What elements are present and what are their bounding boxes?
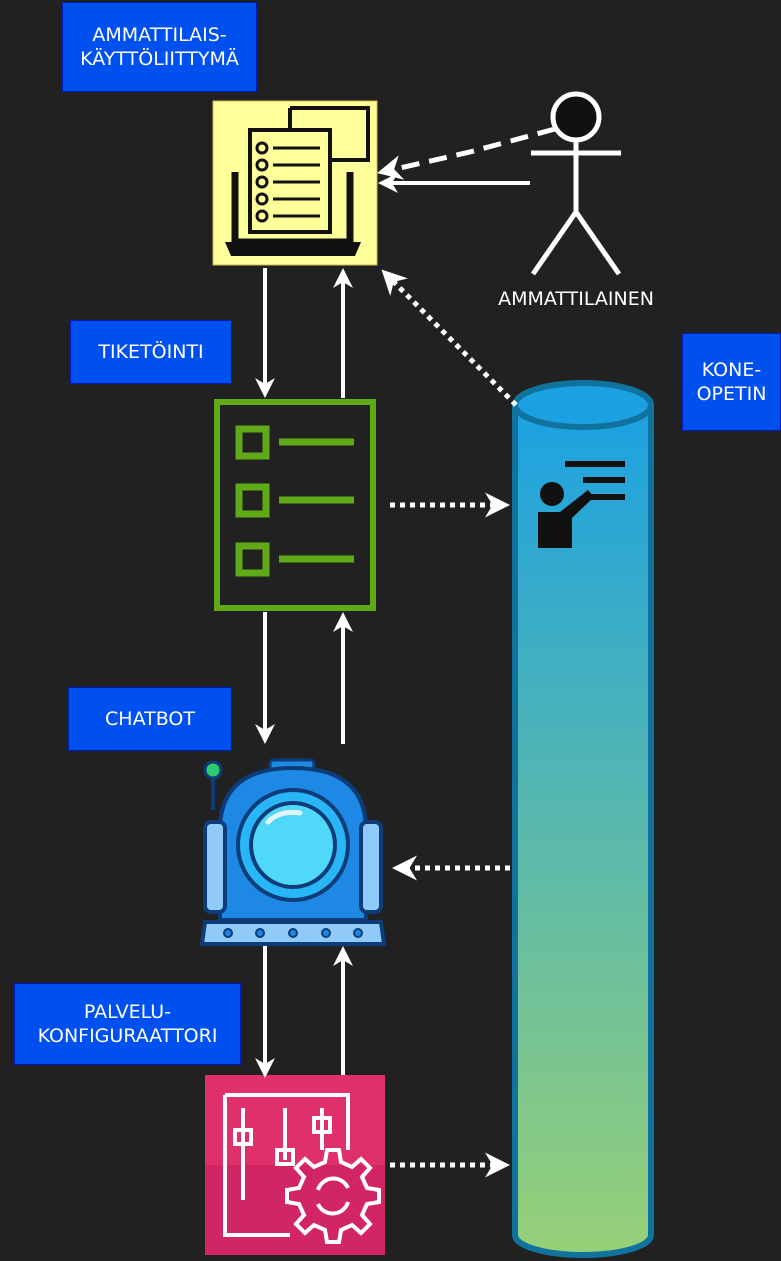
checklist-icon xyxy=(235,425,354,577)
machine-learning-cylinder[interactable] xyxy=(512,380,654,1258)
professional-ui-label: AMMATTILAIS- KÄYTTÖLIITTYMÄ xyxy=(62,2,257,92)
chatbot-label: CHATBOT xyxy=(68,687,232,751)
stick-figure-icon[interactable] xyxy=(530,91,622,276)
ticketing-label: TIKETÖINTI xyxy=(70,320,232,384)
ticketing-node[interactable] xyxy=(214,399,376,611)
actor-dashed-arrow xyxy=(377,126,556,180)
ml-to-ui-dotted-arrow xyxy=(381,269,518,407)
machine-learning-label: KONE- OPETIN xyxy=(682,333,781,431)
settings-sliders-gear-icon xyxy=(223,1093,381,1244)
robot-head-icon[interactable] xyxy=(199,758,387,946)
connector-arrows xyxy=(255,173,530,1078)
teacher-presentation-icon xyxy=(538,461,625,548)
service-configurator-label: PALVELU- KONFIGURAATTORI xyxy=(14,983,241,1065)
laptop-document-icon xyxy=(225,106,370,256)
actor-label: AMMATTILAINEN xyxy=(498,288,654,310)
dotted-connectors xyxy=(377,126,556,1178)
